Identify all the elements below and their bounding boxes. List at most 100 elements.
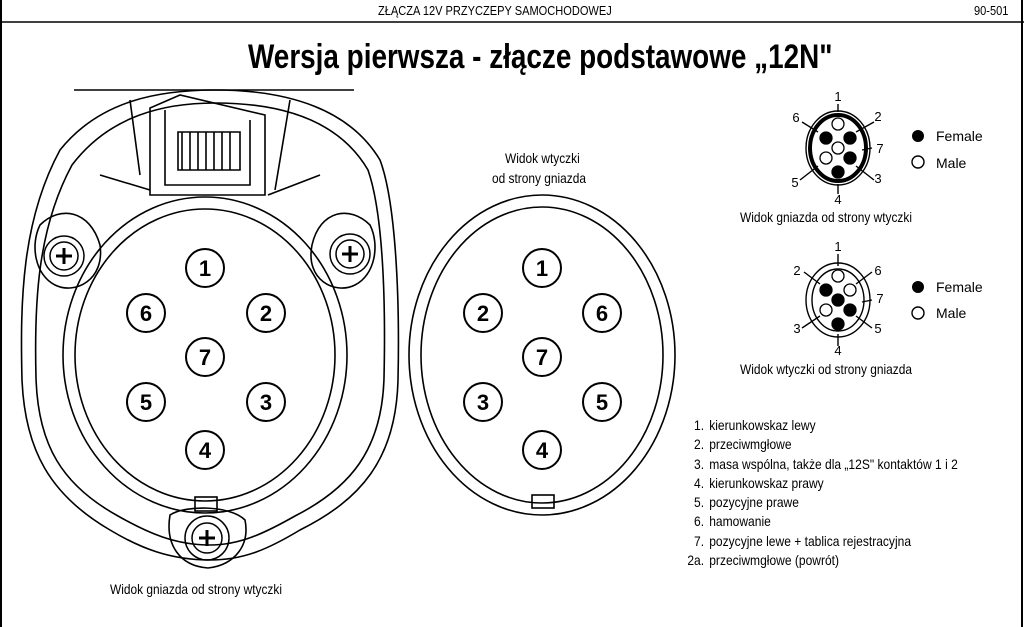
plug-pin-label: 6 xyxy=(596,301,608,326)
small-plug-label: 4 xyxy=(834,343,841,358)
socket-pin-5 xyxy=(126,382,166,422)
plug-pin-label: 4 xyxy=(536,438,549,463)
contact-dot xyxy=(831,317,845,331)
socket-pin-6 xyxy=(126,293,166,333)
legend-item: 2a.przeciwmgłowe (powrót) xyxy=(680,551,958,570)
socket-pin-label: 6 xyxy=(140,301,152,326)
small-socket-caption: Widok gniazda od strony wtyczki xyxy=(740,209,912,225)
contact-dot xyxy=(831,141,845,155)
legend-number: 2a. xyxy=(687,552,705,569)
plug-pin-4 xyxy=(522,430,562,470)
legend-text: pozycyjne prawe xyxy=(709,494,799,511)
legend-number: 5. xyxy=(694,494,705,511)
legend-item: 5.pozycyjne prawe xyxy=(680,493,958,512)
legend-item: 6.hamowanie xyxy=(680,512,958,531)
socket-pin-1 xyxy=(185,248,225,288)
male-key-label: Male xyxy=(936,155,967,171)
screw-icon-right xyxy=(329,233,371,275)
small-plug-label: 5 xyxy=(874,321,881,336)
small-socket-label: 7 xyxy=(876,141,883,156)
plug-caption-line2: od strony gniazda xyxy=(492,170,586,186)
legend-number: 4. xyxy=(694,474,705,491)
small-plug-label: 6 xyxy=(874,263,881,278)
small-plug-contacts xyxy=(819,269,857,331)
socket-pin-label: 1 xyxy=(199,256,211,281)
small-plug-label: 7 xyxy=(876,291,883,306)
socket-pin-label: 5 xyxy=(140,390,152,415)
plug-caption-line1: Widok wtyczki xyxy=(505,150,580,166)
small-socket-label: 4 xyxy=(834,192,841,207)
legend-number: 2. xyxy=(694,436,705,453)
plug-pin-1 xyxy=(522,248,562,288)
male-key-label: Male xyxy=(936,305,967,321)
small-socket-diagram xyxy=(799,104,875,194)
contact-dot xyxy=(843,303,857,317)
plug-pin-label: 5 xyxy=(596,390,608,415)
legend-item: 3.masa wspólna, także dla „12S" kontaktó… xyxy=(680,455,958,474)
female-key-label: Female xyxy=(936,279,983,295)
contact-dot xyxy=(831,165,845,179)
plug-pin-3 xyxy=(463,382,503,422)
socket-housing xyxy=(20,89,400,569)
legend-text: przeciwmgłowe (powrót) xyxy=(709,552,840,569)
socket-pin-4 xyxy=(185,430,225,470)
plug-pin-7 xyxy=(522,337,562,377)
contact-dot xyxy=(831,269,845,283)
legend-text: przeciwmgłowe xyxy=(709,436,792,453)
contact-dot xyxy=(831,293,845,307)
plug-pin-label: 1 xyxy=(536,256,548,281)
socket-caption: Widok gniazda od strony wtyczki xyxy=(110,581,282,597)
contact-dot xyxy=(843,151,857,165)
legend-text: kierunkowskaz lewy xyxy=(709,417,816,433)
small-socket-label: 1 xyxy=(834,89,841,104)
legend-item: 2.przeciwmgłowe xyxy=(680,435,958,454)
header-title: ZŁĄCZA 12V PRZYCZEPY SAMOCHODOWEJ xyxy=(378,3,612,18)
plug-face xyxy=(408,194,676,516)
plug-pin-2 xyxy=(463,293,503,333)
legend-item: 7.pozycyjne lewe + tablica rejestracyjna xyxy=(680,532,958,551)
plug-pin-6 xyxy=(582,293,622,333)
small-plug-label: 1 xyxy=(834,239,841,254)
screw-icon-left xyxy=(43,235,85,277)
legend-item: 4.kierunkowskaz prawy xyxy=(680,474,958,493)
contact-dot xyxy=(843,283,857,297)
legend-text: hamowanie xyxy=(709,513,771,530)
legend-item: 1.kierunkowskaz lewy xyxy=(680,416,958,435)
plug-pin-label: 3 xyxy=(477,390,489,415)
legend-number: 6. xyxy=(694,513,705,530)
contact-dot xyxy=(831,117,845,131)
legend-number: 7. xyxy=(694,532,705,549)
male-key-icon xyxy=(911,155,925,169)
legend-number: 1. xyxy=(694,417,705,433)
small-plug-label: 2 xyxy=(793,263,800,278)
contact-dot xyxy=(819,131,833,145)
screw-icon-bottom xyxy=(184,515,230,561)
small-plug-diagram xyxy=(801,254,873,346)
legend-text: masa wspólna, także dla „12S" kontaktów … xyxy=(709,455,958,472)
small-socket-contacts xyxy=(819,117,857,179)
plug-pin-label: 2 xyxy=(477,301,489,326)
socket-pin-3 xyxy=(246,382,286,422)
contact-dot xyxy=(819,151,833,165)
female-key-icon xyxy=(912,281,924,293)
legend-text: kierunkowskaz prawy xyxy=(709,474,824,491)
male-key-icon xyxy=(911,306,925,320)
socket-pin-2 xyxy=(246,293,286,333)
female-key-label: Female xyxy=(936,128,983,144)
header-page-number: 90-501 xyxy=(974,3,1009,18)
contact-dot xyxy=(819,283,833,297)
contact-dot xyxy=(843,131,857,145)
socket-pin-7 xyxy=(185,337,225,377)
small-socket-label: 3 xyxy=(874,171,881,186)
socket-pin-label: 7 xyxy=(199,345,211,370)
small-socket-label: 6 xyxy=(792,110,799,125)
small-plug-label: 3 xyxy=(793,321,800,336)
contact-dot xyxy=(819,303,833,317)
small-socket-label: 2 xyxy=(874,109,881,124)
legend-text: pozycyjne lewe + tablica rejestracyjna xyxy=(709,532,912,549)
